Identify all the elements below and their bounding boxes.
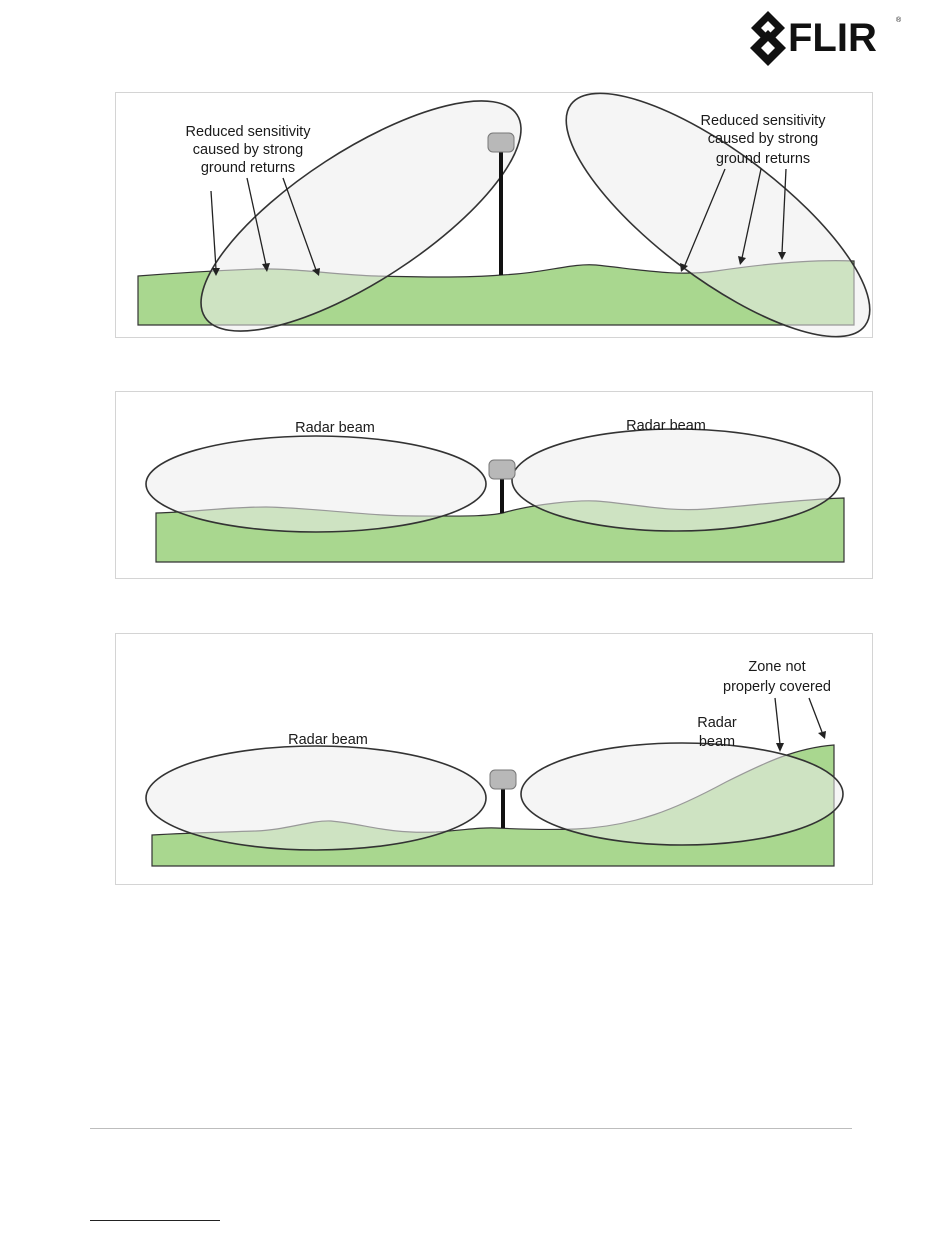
radar-unit-icon	[489, 460, 515, 479]
annotation-line: Zone not	[748, 659, 805, 675]
registered-mark: ®	[896, 16, 902, 24]
radar-beam-left	[146, 746, 486, 850]
footnote-divider	[90, 1220, 220, 1221]
footer-divider	[90, 1128, 852, 1129]
annotation-line: properly covered	[723, 679, 831, 695]
annotation-line: caused by strong	[193, 142, 303, 158]
diagram-slope-coverage: Radar beam Radar beam Zone not properly …	[115, 633, 873, 885]
diagram-tilted-beams: Reduced sensitivity caused by strong gro…	[115, 92, 873, 338]
radar-beam-label-right: Radar	[697, 715, 737, 731]
annotation-line: Reduced sensitivity	[186, 124, 312, 140]
radar-beam-right	[533, 54, 903, 376]
flir-logo-text: FLIR	[788, 16, 877, 60]
left-annotation: Reduced sensitivity caused by strong gro…	[186, 124, 312, 176]
radar-beam-label-left: Radar beam	[288, 732, 368, 748]
radar-beam-label-right: beam	[699, 734, 735, 750]
diagram-level-beams: Radar beam Radar beam	[115, 391, 873, 579]
annotation-line: Reduced sensitivity	[701, 113, 827, 129]
radar-unit-icon	[488, 133, 514, 152]
radar-beam-label-left: Radar beam	[295, 420, 375, 436]
zone-annotation: Zone not properly covered	[723, 659, 831, 695]
radar-beam-right	[521, 743, 843, 845]
right-annotation: Reduced sensitivity caused by strong gro…	[701, 113, 827, 167]
radar-beam-label-right: Radar beam	[626, 418, 706, 434]
radar-beam-left	[146, 436, 486, 532]
annotation-line: ground returns	[716, 151, 810, 167]
zone-arrows	[775, 698, 826, 752]
radar-unit-icon	[490, 770, 516, 789]
flir-logo: FLIR ®	[748, 8, 904, 66]
annotation-line: ground returns	[201, 160, 295, 176]
radar-beam-right	[512, 429, 840, 531]
flir-diamond-icon	[750, 11, 786, 66]
annotation-line: caused by strong	[708, 131, 818, 147]
